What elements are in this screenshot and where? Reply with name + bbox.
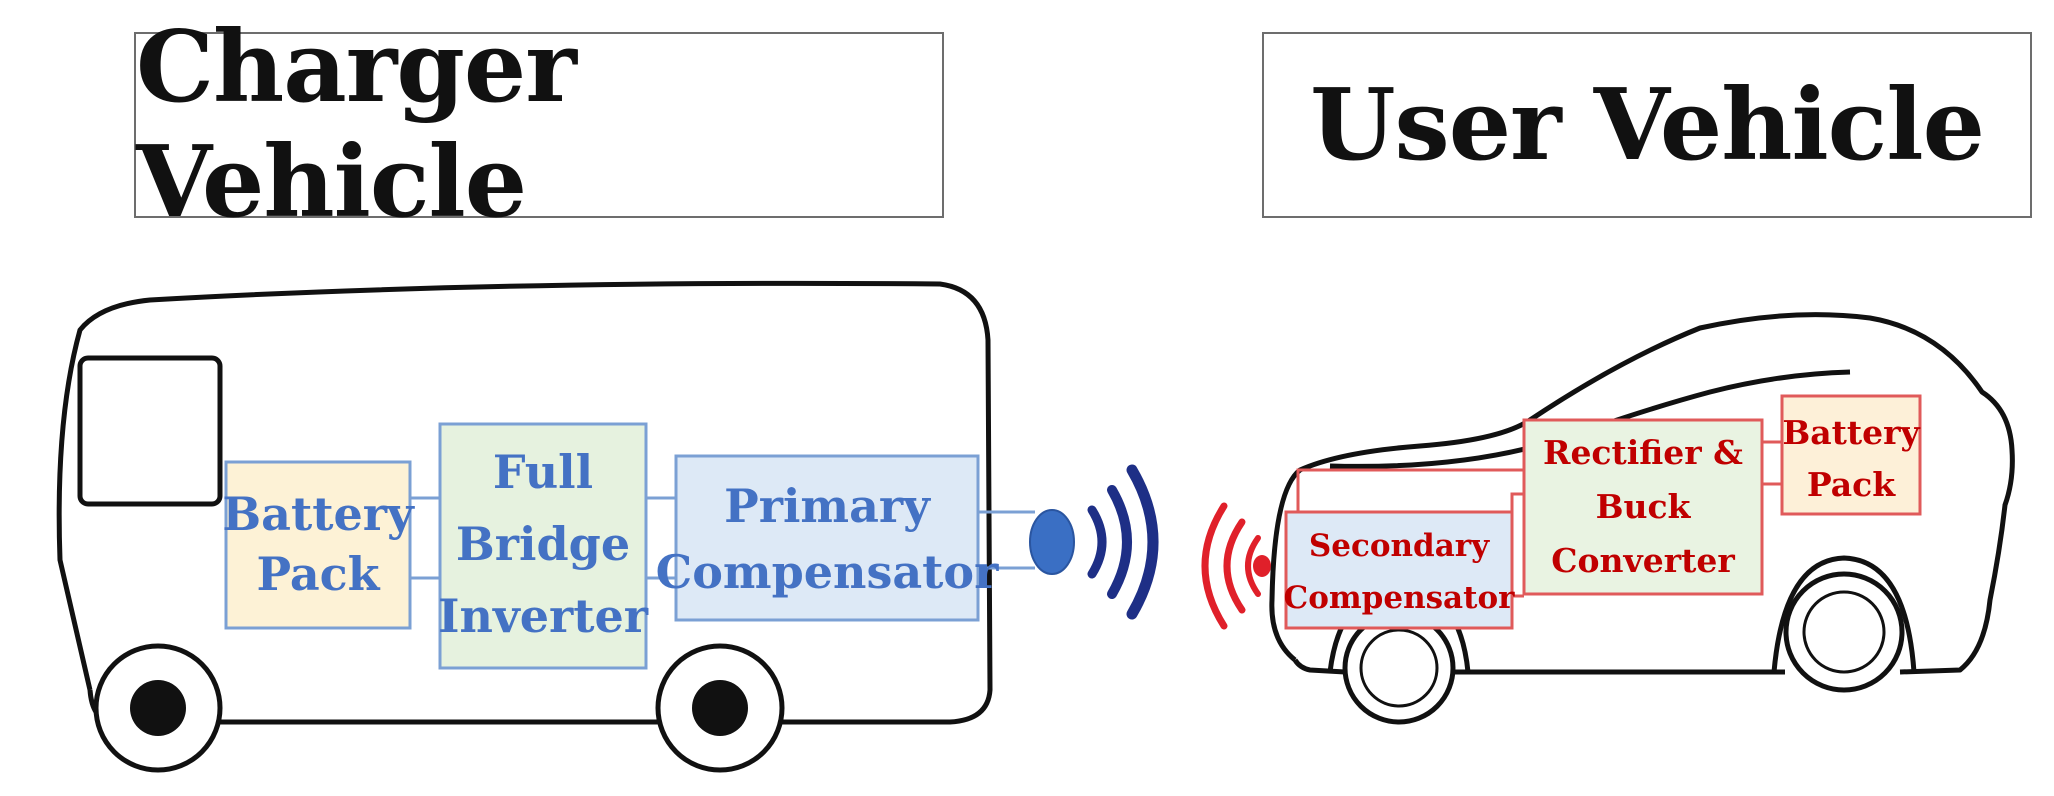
primary-compensator-block: Primary Compensator	[656, 454, 999, 622]
secondary-compensator-line-1: Secondary	[1309, 528, 1490, 564]
charger-battery-line-2: Pack	[256, 547, 380, 601]
charger-battery-pack-box	[224, 460, 412, 630]
secondary-coil-icon	[1253, 555, 1271, 577]
user-wires	[1296, 440, 1782, 598]
transmit-waves-icon	[1087, 464, 1159, 620]
user-battery-pack-box	[1780, 394, 1922, 516]
primary-compensator-box	[674, 454, 980, 622]
primary-compensator-line-2: Compensator	[656, 545, 999, 599]
van-rear-wheel	[93, 643, 223, 773]
inverter-box	[438, 422, 648, 670]
rectifier-line-3: Converter	[1551, 541, 1735, 580]
user-battery-line-1: Battery	[1782, 413, 1920, 452]
secondary-compensator-line-2: Compensator	[1284, 580, 1516, 616]
van-front-wheel	[655, 643, 785, 773]
car-window-line	[1329, 369, 1851, 469]
secondary-compensator-block: Secondary Compensator	[1284, 510, 1516, 630]
rectifier-line-2: Buck	[1596, 487, 1692, 526]
primary-compensator-line-1: Primary	[724, 479, 931, 533]
full-bridge-inverter-block: Full Bridge Inverter	[438, 422, 649, 670]
rectifier-line-1: Rectifier &	[1543, 433, 1743, 472]
rectifier-box	[1522, 418, 1764, 596]
receive-waves-icon	[1201, 502, 1261, 630]
charger-wires	[410, 496, 1035, 580]
charger-battery-pack-block: Battery Pack	[222, 460, 415, 630]
car-front-wheel	[1771, 555, 1917, 693]
rectifier-buck-converter-block: Rectifier & Buck Converter	[1522, 418, 1764, 596]
user-battery-pack-block: Battery Pack	[1780, 394, 1922, 516]
inverter-line-3: Inverter	[438, 589, 649, 643]
inverter-line-1: Full	[493, 445, 593, 499]
primary-coil-icon	[1029, 509, 1075, 575]
secondary-compensator-box	[1284, 510, 1514, 630]
user-vehicle-title: User Vehicle	[1262, 32, 2032, 218]
van-window	[77, 355, 223, 507]
user-battery-line-2: Pack	[1807, 465, 1896, 504]
charger-battery-line-1: Battery	[222, 487, 415, 541]
inverter-line-2: Bridge	[456, 517, 630, 571]
